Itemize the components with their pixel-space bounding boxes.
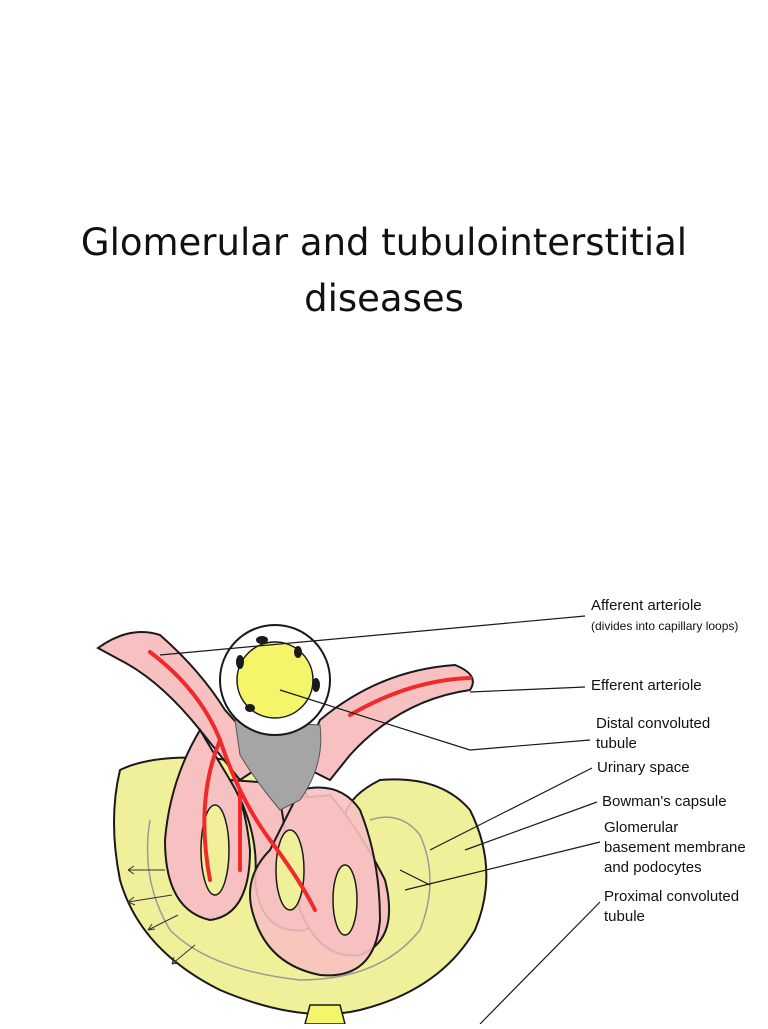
leader-lines: [159, 615, 601, 1025]
slide-title-line-1: Glomerular and tubulointerstitial: [80, 220, 688, 264]
urinary-space-shape: [146, 816, 431, 981]
label-afferent-note: (divides into capillary loops): [591, 619, 739, 633]
label-urinary-space: Urinary space: [597, 759, 690, 776]
label-gbm-line-2: basement membrane: [604, 839, 746, 856]
efferent-arteriole-shape: [298, 663, 474, 782]
glomerulus-illustration: [96, 615, 601, 1025]
label-afferent-arteriole: Afferent arteriole: [591, 597, 702, 614]
glomerulus-diagram: Afferent arteriole (divides into capilla…: [0, 580, 768, 1025]
label-gbm-line-3: and podocytes: [604, 859, 702, 876]
label-proximal-line-1: Proximal convoluted: [604, 888, 740, 905]
label-proximal-line-2: tubule: [604, 908, 645, 925]
label-distal-line-2: tubule: [596, 735, 637, 752]
slide-title-line-2: diseases: [304, 276, 464, 320]
tubule-stem: [304, 1004, 346, 1025]
filtration-arrows: [127, 865, 196, 965]
mesangial-cells: [234, 719, 322, 811]
afferent-arteriole-shape: [96, 631, 272, 782]
distal-tubule-shape: [219, 624, 331, 736]
label-distal-line-1: Distal convoluted: [596, 715, 711, 732]
label-gbm-line-1: Glomerular: [604, 819, 679, 836]
label-efferent-arteriole: Efferent arteriole: [591, 677, 702, 694]
blood-flow-arrows: [148, 650, 472, 912]
slide-title: Glomerular and tubulointerstitial diseas…: [40, 215, 728, 327]
label-bowmans-capsule: Bowman's capsule: [602, 793, 727, 810]
